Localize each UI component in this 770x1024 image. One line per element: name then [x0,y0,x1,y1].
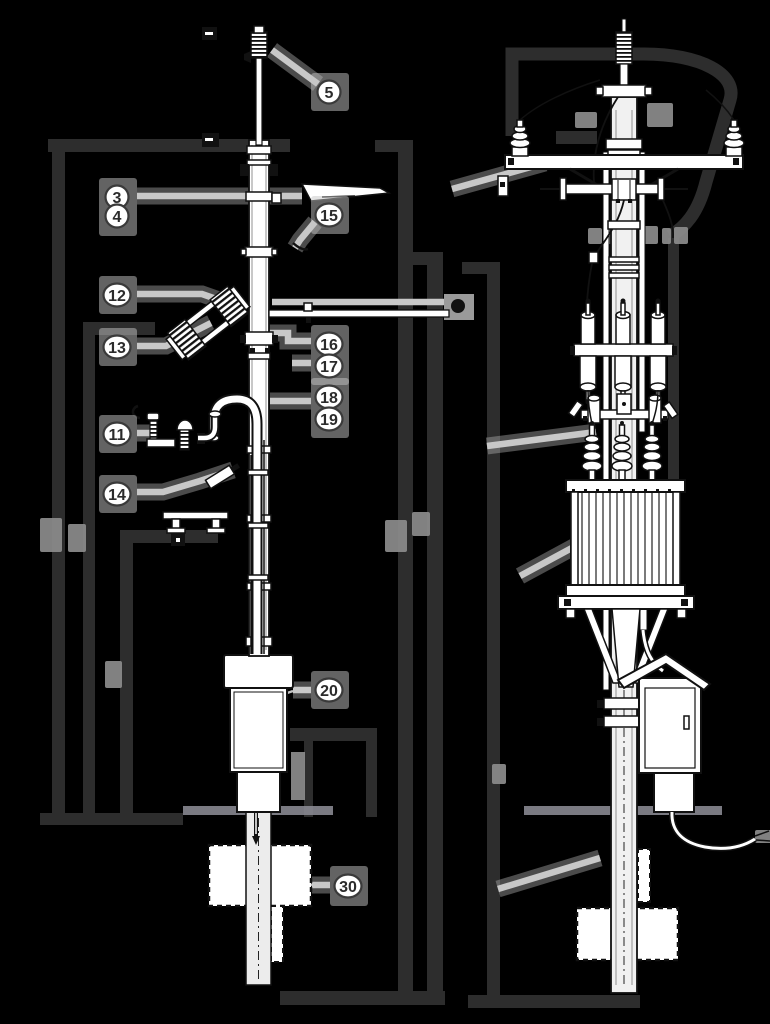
cabinet-right-body [638,677,702,774]
bolt-dome [176,419,194,431]
callout-20: 20 [314,677,344,703]
callout-15-circle [314,202,344,228]
callout-5-circle [316,79,342,105]
ghost-spring [291,752,305,800]
arrester-rack [567,393,679,424]
callout-19-label: 19 [320,412,338,429]
clamp-item [204,463,240,490]
callouts: 3 4 5 11 12 13 14 15 [99,73,368,906]
callout-18: 18 [314,384,344,410]
callout-14: 14 [102,481,132,507]
callout-30-circle [333,873,363,899]
hook-15 [292,242,309,251]
callout-30-label: 30 [339,879,357,896]
callout-16: 16 [314,331,344,357]
cabinet-handle [683,715,690,730]
callout-4-circle [104,203,130,229]
left-pole-figure [131,25,450,986]
transformer-body [570,491,681,586]
callout-4-label: 4 [113,209,122,226]
transformer [557,479,695,688]
antenna [244,25,268,146]
callout-11-circle [102,421,132,447]
callout-20-circle [314,677,344,703]
transformer-channel [557,595,695,610]
callout-17-circle [314,353,344,379]
riser-pipe-left [602,151,610,691]
cabinet-lower-right [653,772,695,813]
callout-4: 4 [104,203,130,229]
callout-17: 17 [314,353,344,379]
callout-13: 13 [102,334,132,360]
callout-5: 5 [316,79,342,105]
cabinet-left [229,687,288,773]
callout-12-label: 12 [108,288,126,305]
secondary-bus [540,177,688,203]
cross-rod [268,309,450,318]
transformer-fins [581,493,667,584]
antenna-tab [244,51,251,63]
foundation-right-strip [637,848,651,903]
insulator-left [509,119,531,157]
anchor-pin [252,836,260,845]
spring-assembly [165,285,251,361]
rod-end-dot [451,299,465,313]
insulator-right [723,119,745,157]
callout-14-circle [102,481,132,507]
callout-13-label: 13 [108,340,126,357]
cabinet-roof [616,652,712,692]
meter-cabinet [616,652,770,852]
bushing-2 [611,421,633,483]
step-bracket [162,511,229,546]
transformer-lid [565,479,686,493]
callout-20-label: 20 [320,683,338,700]
callout-3-label: 3 [113,190,122,207]
cutout-rack [570,298,677,405]
lightning-spike [595,18,653,98]
cabinet-cap-left [223,654,294,689]
right-pole-figure [497,18,770,994]
callout-16-label: 16 [320,337,338,354]
cutout-column-1 [579,298,597,405]
cutout-column-2 [614,298,632,405]
transformer-bushings [581,421,663,483]
callout-17-label: 17 [320,359,338,376]
riser-pipe-right [638,151,646,433]
foundation-left-strip [270,905,284,963]
callout-12-circle [102,282,132,308]
callout-5-label: 5 [325,85,334,102]
callout-18-label: 18 [320,390,338,407]
center-skirt [611,608,641,688]
dimension-lines [40,47,738,1008]
overhead-span-ghost-line [505,47,738,242]
callout-30: 30 [333,873,363,899]
cabinet-lower-left [236,771,281,813]
callout-11: 11 [102,421,132,447]
callout-14-label: 14 [108,487,126,504]
bushing-3 [641,421,663,483]
callout-15: 15 [314,202,344,228]
callout-11-label: 11 [109,427,126,444]
callout-13-circle [102,334,132,360]
callout-12: 12 [102,282,132,308]
hardware-bolts [131,404,222,451]
callout-19-circle [314,406,344,432]
callout-15-label: 15 [320,208,338,225]
callout-19: 19 [314,406,344,432]
